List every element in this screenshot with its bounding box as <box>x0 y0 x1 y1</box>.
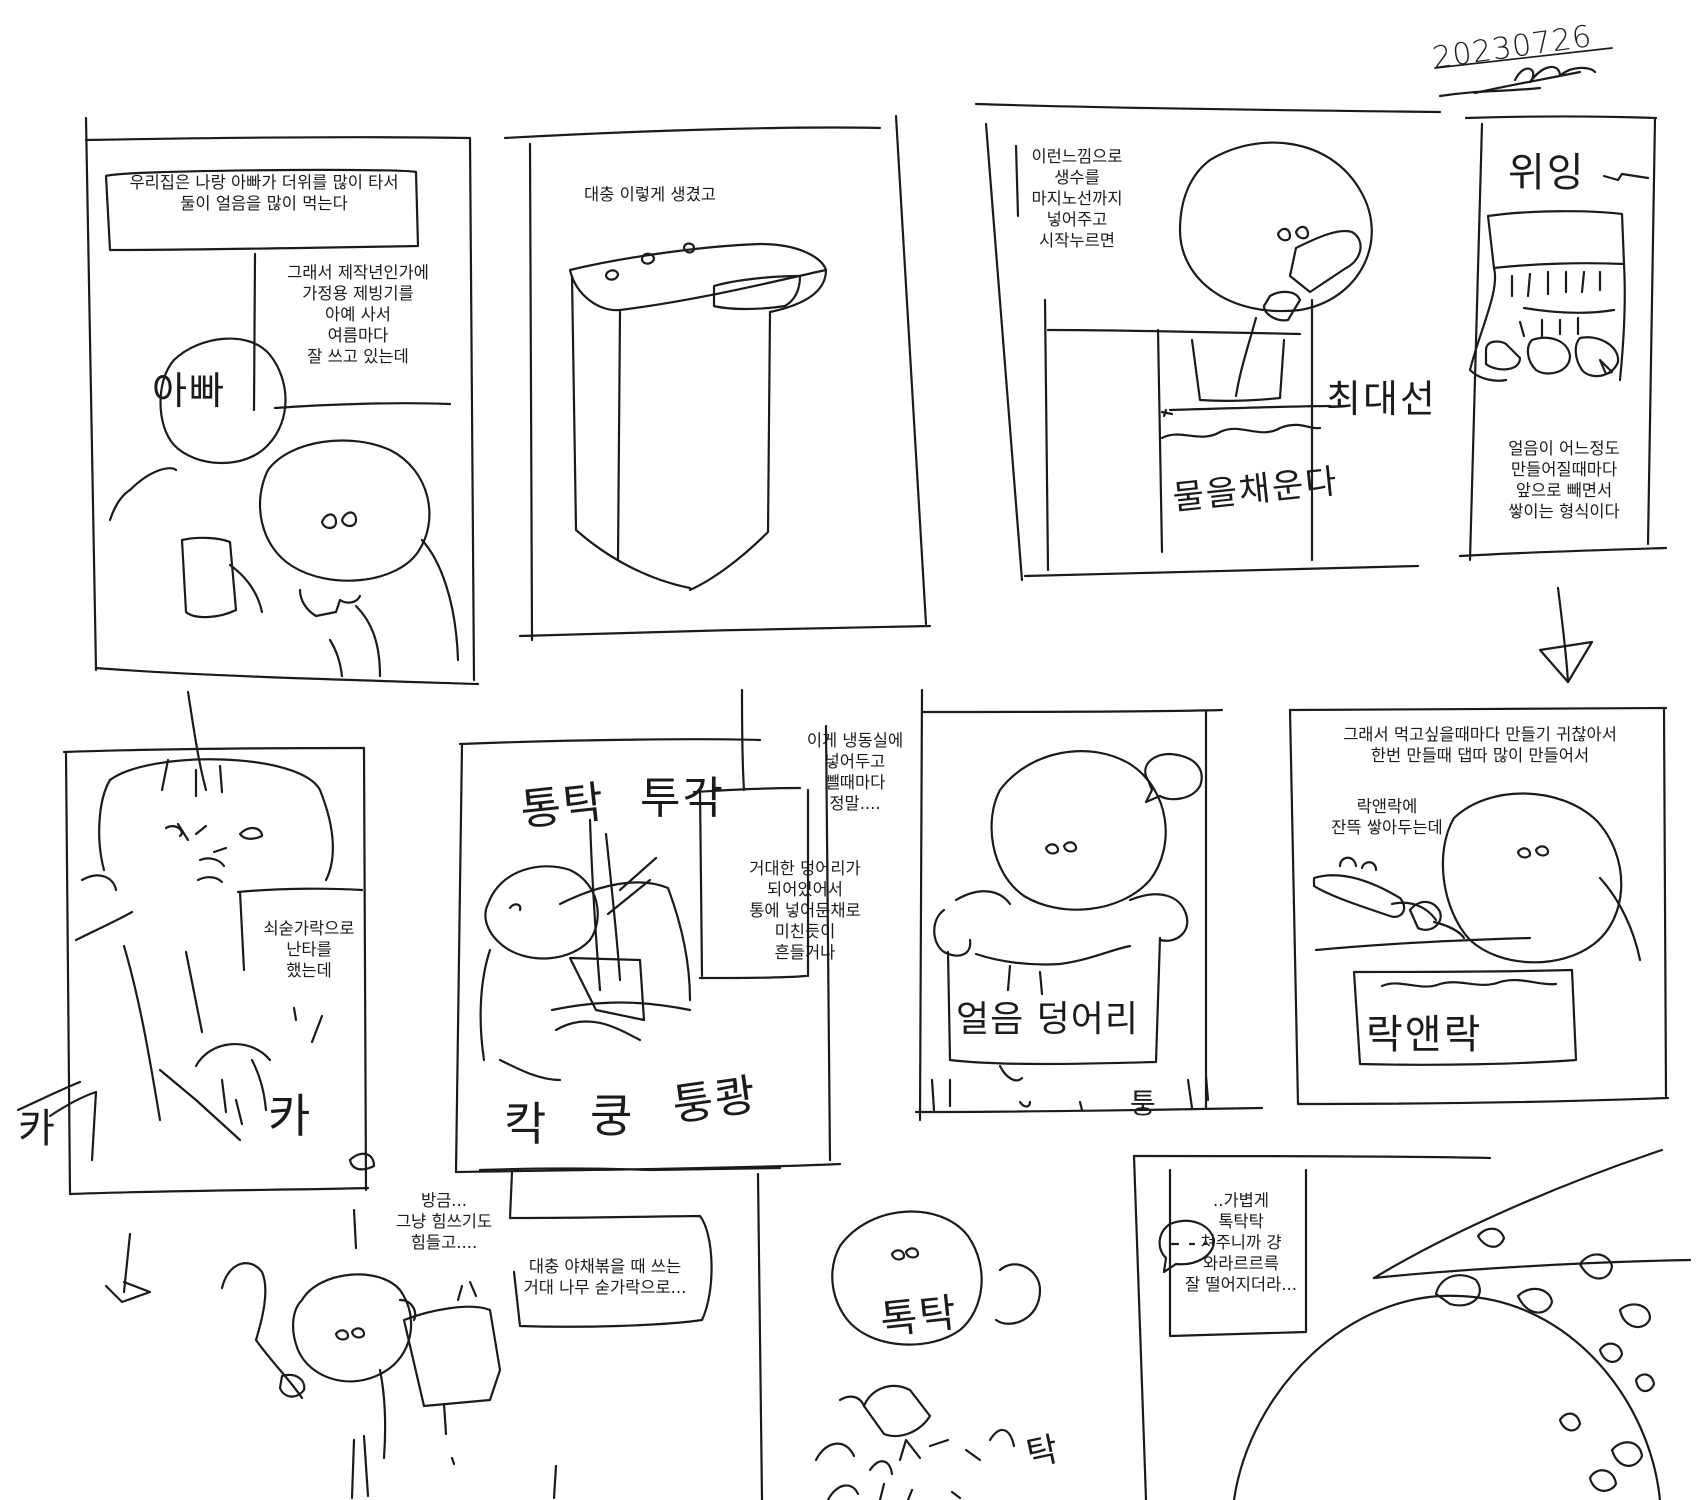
p9-caption-a: 방금... 그냥 힘쓰기도 힘들고.... <box>395 1191 493 1252</box>
row3-borders <box>478 1154 1492 1500</box>
panel11-art <box>1158 1148 1692 1500</box>
p3-caption: 이런느낌으로 생수를 마지노선까지 넣어주고 시작누르면 <box>1031 147 1123 250</box>
panel9-art <box>104 1170 713 1500</box>
sfx-wiing: 위잉 <box>1508 150 1586 196</box>
sfx-kak: 칵 <box>504 1097 549 1151</box>
sfx-ka: 카 <box>268 1089 313 1143</box>
label-dad: 아빠 <box>152 369 226 413</box>
panel10-art <box>814 1210 1042 1500</box>
sfx-tuk-gak: 투각 <box>640 773 725 824</box>
signature-scribble <box>1434 47 1613 98</box>
p2-caption: 대충 이렇게 생겼고 <box>584 185 716 204</box>
p1-caption-b: 그래서 제작년인가에 가정용 제빙기를 아예 사서 여름마다 잘 쓰고 있는데 <box>287 263 429 366</box>
p1-caption-a: 우리집은 나랑 아빠가 더위를 많이 타서 둘이 얼음을 많이 먹는다 <box>129 173 399 213</box>
sfx-tung: 퉁 <box>1130 1087 1158 1120</box>
sfx-ka2: 카 <box>18 1106 57 1152</box>
panel2-art <box>568 242 828 592</box>
label-lock-and-lock: 락앤락 <box>1366 1012 1483 1058</box>
label-max-line: 최대선 <box>1326 377 1437 421</box>
sfx-tung-kwang: 퉁쾅 <box>669 1069 761 1132</box>
p8-caption-b: 락앤락에 잔뜩 쌓아두는데 <box>1331 797 1443 837</box>
label-ice-chunk: 얼음 덩어리 <box>956 999 1140 1040</box>
p6-caption-a: 이게 냉동실에 넣어두고 뺄때마다 정말.... <box>806 731 904 813</box>
panel-borders-row1 <box>84 102 1668 686</box>
p6-caption-b: 거대한 덩어리가 되어있어서 통에 넣어둔채로 미친듯이 흔들거나 <box>749 859 861 962</box>
p4-caption: 얼음이 어느정도 만들어질때마다 앞으로 빼면서 쌓이는 형식이다 <box>1508 439 1620 521</box>
panel1-art <box>104 168 460 678</box>
panel3-art <box>1014 141 1373 572</box>
p11-caption: ..가볍게 톡탁탁 쳐주니까 걍 와라르르륵 잘 떨어지더라... <box>1184 1191 1298 1294</box>
panel7-art <box>930 750 1210 1112</box>
sfx-tok-tak: 톡탁 <box>878 1290 961 1344</box>
panel-borders-row2 <box>62 688 1670 1196</box>
panel6-art <box>479 688 810 1082</box>
sfx-tong-tak: 통탁 <box>518 776 608 837</box>
p5-caption: 쇠숟가락으로 난타를 했는데 <box>263 919 355 980</box>
panel8-art <box>1312 792 1642 1066</box>
p8-caption-a: 그래서 먹고싶을때마다 만들기 귀찮아서 한번 만들때 댑따 많이 만들어서 <box>1343 725 1617 765</box>
panel5-art <box>16 690 376 1171</box>
sfx-kung: 쿵 <box>590 1089 635 1143</box>
p9-caption-b: 대충 야채볶을 때 쓰는 거대 나무 숟가락으로... <box>523 1257 687 1297</box>
panel4-art <box>1468 172 1650 684</box>
